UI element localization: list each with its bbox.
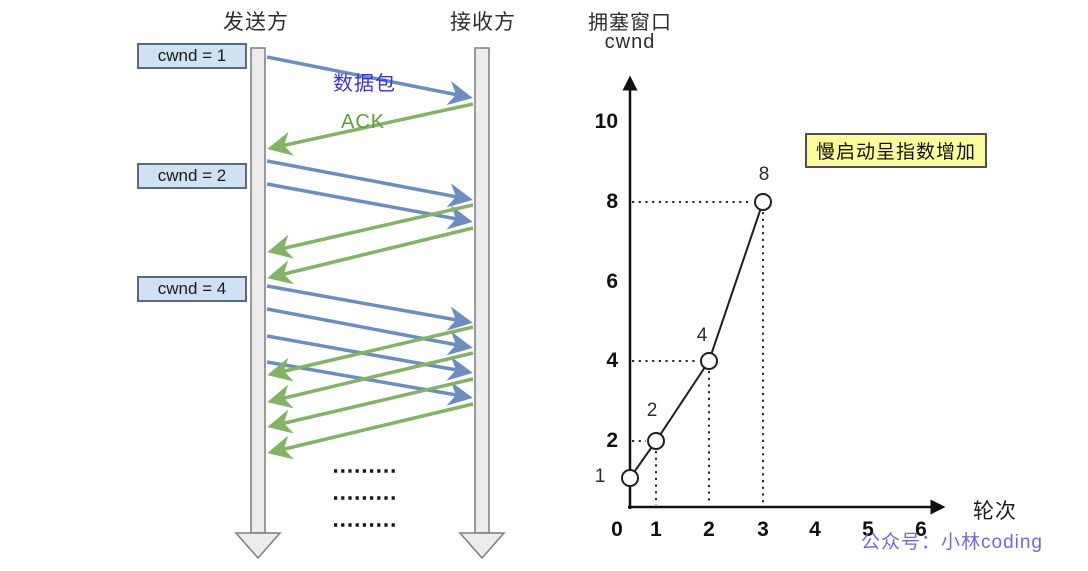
continuation-dots	[334, 469, 396, 527]
point-label-8: 8	[758, 164, 770, 185]
data-packet-arrows-round1	[266, 55, 473, 106]
data-packet-arrows-round3	[266, 284, 473, 406]
chart-title-line1: 拥塞窗口	[588, 12, 672, 34]
sender-label: 发送方	[223, 11, 289, 34]
ack-arrows-round2	[267, 203, 474, 285]
ack-label: ACK	[341, 111, 386, 133]
xtick-5: 5	[862, 518, 874, 541]
xtick-3: 3	[757, 518, 769, 541]
chart-title-line2: cwnd	[604, 31, 656, 53]
x-axis-label: 轮次	[973, 500, 1017, 523]
ytick-8: 8	[606, 190, 618, 213]
point-label-1: 1	[594, 466, 606, 487]
chart-dotted-guides	[632, 201, 764, 505]
slow-start-annotation: 慢启动呈指数增加	[805, 133, 988, 168]
data-packet-label: 数据包	[333, 73, 396, 95]
point-round1	[647, 432, 665, 450]
cwnd-2-box: cwnd = 2	[137, 163, 247, 189]
watermark-text: 公众号：小林coding	[861, 532, 1043, 553]
ytick-6: 6	[606, 270, 618, 293]
ytick-2: 2	[606, 429, 618, 452]
chart-axes	[622, 75, 946, 515]
ytick-10: 10	[594, 110, 618, 133]
point-label-4: 4	[696, 325, 708, 346]
receiver-label: 接收方	[450, 11, 516, 34]
cwnd-4-box: cwnd = 4	[137, 276, 247, 302]
xtick-0: 0	[611, 518, 623, 541]
point-round2	[700, 352, 718, 370]
ytick-4: 4	[606, 349, 618, 372]
ack-arrows-round3	[267, 325, 474, 460]
point-round3	[754, 193, 772, 211]
xtick-2: 2	[703, 518, 715, 541]
xtick-4: 4	[809, 518, 821, 541]
xtick-6: 6	[915, 518, 927, 541]
xtick-1: 1	[650, 518, 662, 541]
point-round0	[621, 469, 639, 487]
sender-lifeline	[234, 47, 282, 560]
receiver-lifeline	[458, 47, 506, 560]
ack-arrows-round1	[267, 102, 474, 156]
point-label-2: 2	[646, 400, 658, 421]
cwnd-growth-line	[621, 193, 772, 487]
cwnd-1-box: cwnd = 1	[137, 43, 247, 69]
